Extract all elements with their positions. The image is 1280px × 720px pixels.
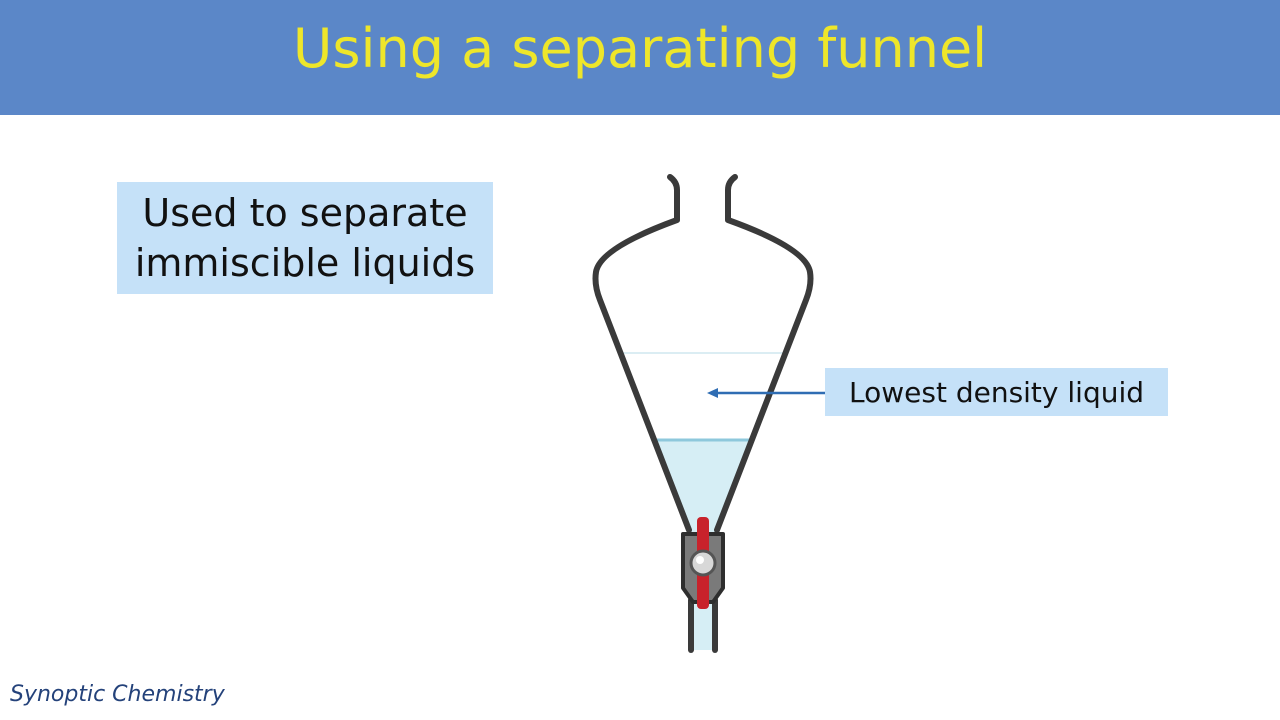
- separating-funnel-icon: [592, 174, 814, 653]
- slide-title: Using a separating funnel: [292, 17, 988, 80]
- footer-brand: Synoptic Chemistry: [10, 682, 225, 707]
- arrow-left-icon: [707, 388, 825, 398]
- info-box: Used to separate immiscible liquids: [117, 182, 493, 294]
- tap-key: [689, 549, 717, 577]
- info-line-2: immiscible liquids: [134, 241, 476, 285]
- info-line-1: Used to separate: [142, 191, 468, 235]
- stem-liquid: [694, 600, 712, 650]
- stopcock-icon: [681, 517, 725, 609]
- label-box: Lowest density liquid: [825, 368, 1168, 416]
- upper-layer-label: Lowest density liquid: [848, 375, 1145, 409]
- lower-liquid-layer: [653, 440, 752, 532]
- title-banner: Using a separating funnel: [0, 0, 1280, 115]
